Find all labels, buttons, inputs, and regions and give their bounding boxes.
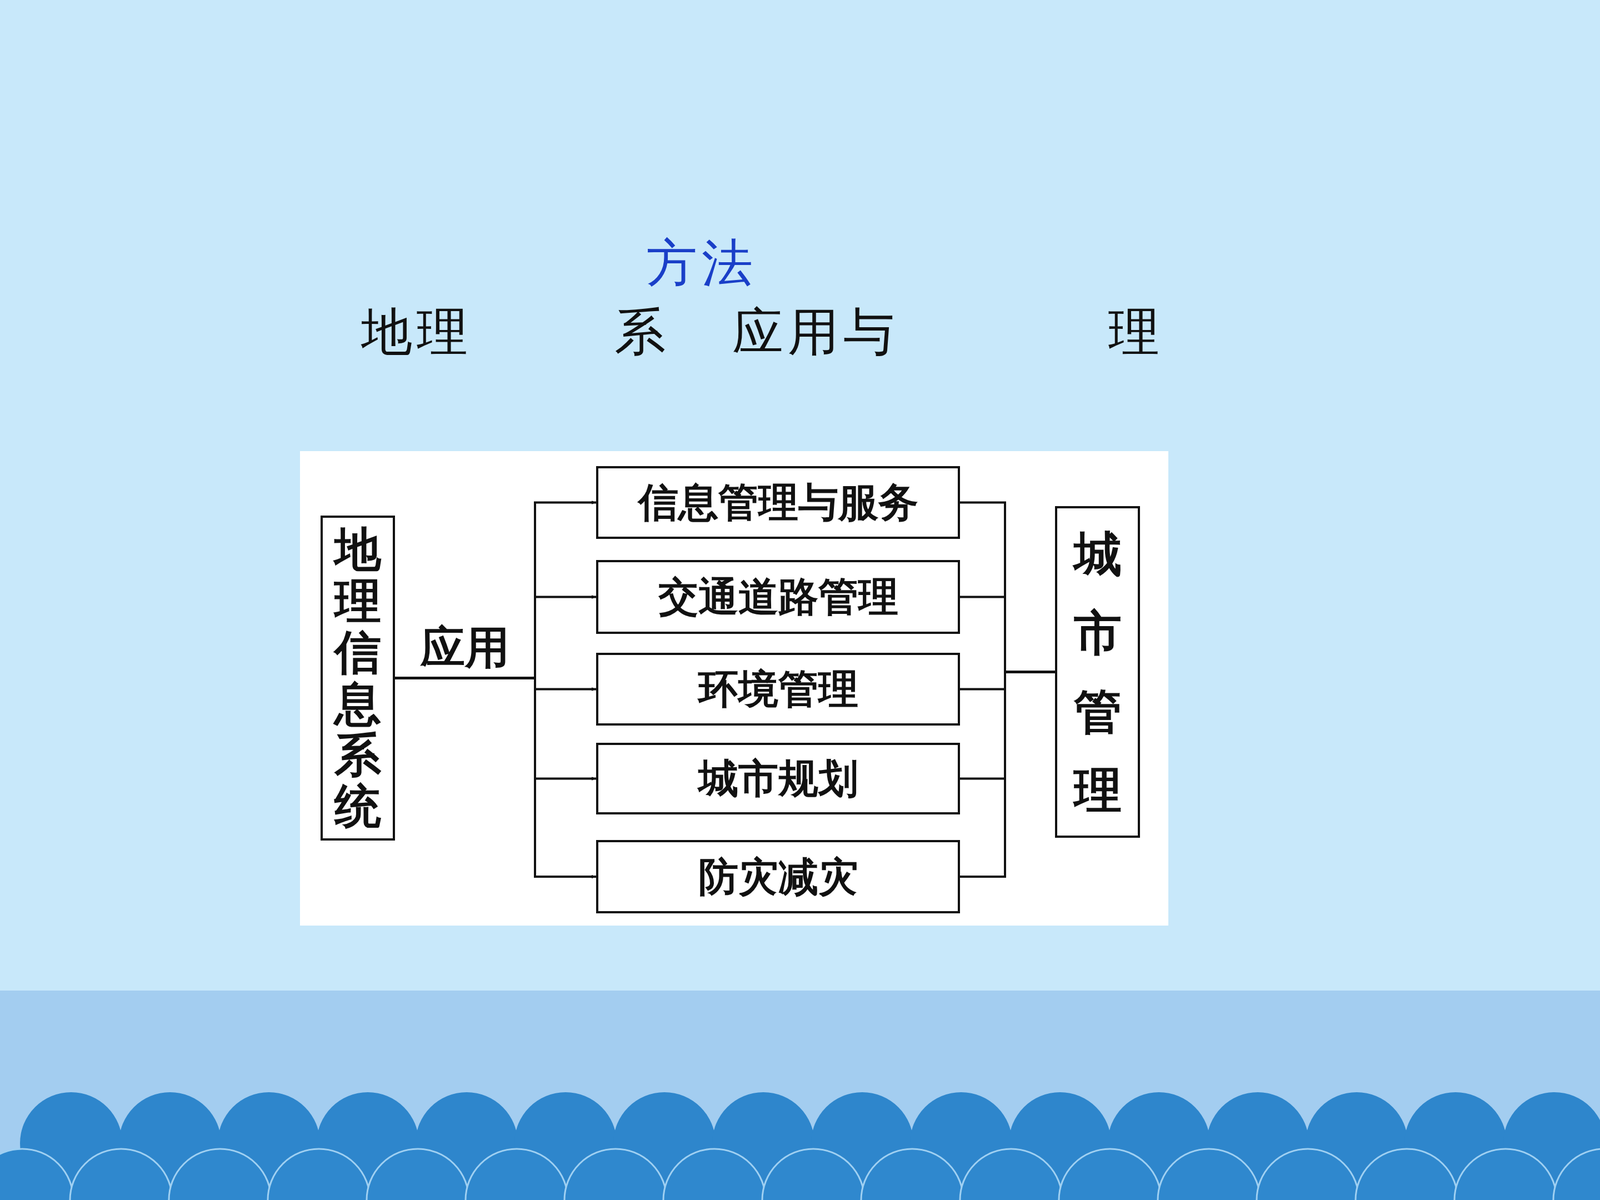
- connector: [960, 672, 1055, 878]
- box-text: 信息管理与服务: [638, 478, 919, 527]
- box-text: 城市规划: [698, 754, 859, 803]
- wave-dome: [465, 1148, 568, 1200]
- wave-dome: [1355, 1148, 1458, 1200]
- wave-dome: [366, 1148, 469, 1200]
- vertical-box: 城市管理: [1055, 506, 1140, 839]
- box-text: 地理信息系统: [334, 523, 382, 832]
- heading-fragment: 系: [614, 297, 670, 367]
- wave-dome: [168, 1148, 272, 1200]
- connector: [395, 678, 597, 878]
- connector: [960, 597, 1055, 673]
- process-box: 城市规划: [596, 742, 960, 815]
- wave-dome: [70, 1148, 173, 1200]
- process-box: 防灾减灾: [596, 840, 960, 914]
- connector: [395, 678, 597, 779]
- wave-dome: [762, 1148, 865, 1200]
- connector: [395, 502, 597, 679]
- box-text: 交通道路管理: [658, 572, 899, 621]
- wave-dome: [564, 1148, 667, 1200]
- connector: [960, 672, 1055, 690]
- wave-pattern: [0, 1092, 1600, 1200]
- wave-dome: [1058, 1148, 1162, 1200]
- heading-fragment: 应用与: [732, 297, 899, 367]
- wave-dome: [1454, 1148, 1557, 1200]
- process-box: 交通道路管理: [596, 560, 960, 634]
- wave-dome: [861, 1148, 964, 1200]
- wave-dome: [1157, 1148, 1260, 1200]
- wave-dome: [663, 1148, 766, 1200]
- connector: [395, 597, 597, 679]
- connector: [960, 502, 1055, 673]
- connector: [960, 672, 1055, 779]
- process-box: 信息管理与服务: [596, 466, 960, 539]
- wave-dome: [1553, 1148, 1600, 1200]
- heading-fragment: 理: [1108, 297, 1164, 367]
- box-text: 防灾减灾: [698, 852, 859, 901]
- vertical-box: 地理信息系统: [320, 515, 395, 840]
- box-text: 城市管理: [1073, 514, 1122, 830]
- wave-dome: [1256, 1148, 1359, 1200]
- wave-dome: [0, 1148, 74, 1200]
- heading-word: 方法: [646, 228, 758, 298]
- diagram-panel: [300, 451, 1169, 926]
- heading-fragment: 地理: [361, 297, 473, 367]
- wave-dome: [267, 1148, 370, 1200]
- edge-label: 应用: [417, 622, 513, 672]
- box-text: 环境管理: [698, 665, 859, 713]
- process-box: 环境管理: [596, 652, 960, 726]
- connector: [395, 678, 597, 690]
- wave-dome: [960, 1148, 1063, 1200]
